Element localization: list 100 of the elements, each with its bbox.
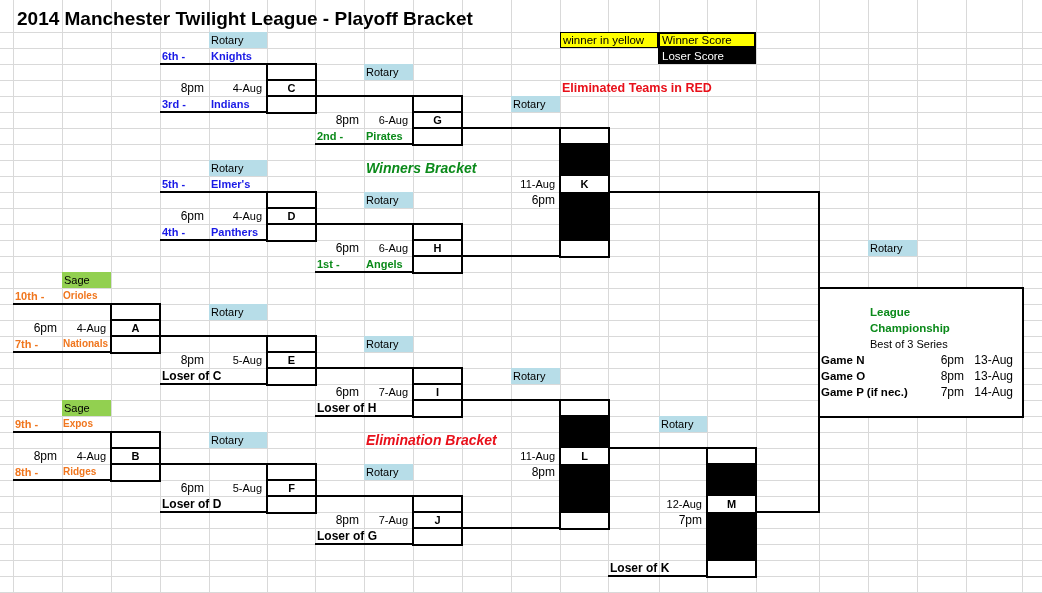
game-detail: 8pm <box>32 448 58 464</box>
game-detail: 8pm <box>179 80 205 96</box>
legend-cell: winner in yellow <box>560 32 658 48</box>
game-detail: 8pm <box>179 352 205 368</box>
team-name: Loser of K <box>609 560 671 576</box>
game-box <box>111 432 160 481</box>
venue-label: Rotary <box>511 96 560 112</box>
game-detail: 8pm <box>530 464 556 480</box>
game-detail: 6pm <box>32 320 58 336</box>
game-box <box>267 192 316 241</box>
schedule-text: 13-Aug <box>973 352 1014 368</box>
seed-label: 9th - <box>14 417 40 432</box>
seed-label: 7th - <box>14 337 40 352</box>
game-detail: 4-Aug <box>75 321 107 336</box>
game-detail: 4-Aug <box>231 81 263 96</box>
game-detail: 11-Aug <box>519 177 556 192</box>
team-name: Ridges <box>62 465 98 479</box>
seed-label: 8th - <box>14 465 40 480</box>
game-letter: E <box>286 353 297 368</box>
team-name: Nationals <box>62 337 109 351</box>
team-name: Orioles <box>62 289 99 303</box>
game-detail: 7pm <box>677 512 703 528</box>
seed-label: 3rd - <box>161 97 187 112</box>
venue-label: Rotary <box>364 192 413 208</box>
game-box <box>267 464 316 513</box>
game-name: Game O <box>820 369 867 384</box>
game-letter: J <box>433 513 442 528</box>
championship-box <box>819 288 1023 417</box>
seed-label: 10th - <box>14 289 46 304</box>
game-letter: G <box>432 113 443 128</box>
game-detail: 6pm <box>179 480 205 496</box>
game-detail: 5-Aug <box>231 353 263 368</box>
venue-label: Rotary <box>364 64 413 80</box>
game-detail: 6pm <box>334 240 360 256</box>
game-box <box>413 496 462 545</box>
game-detail: 6pm <box>179 208 205 224</box>
team-name: Loser of C <box>161 368 223 384</box>
venue-label: Rotary <box>209 160 267 176</box>
schedule-text: 7pm <box>939 384 965 400</box>
game-box <box>267 336 316 385</box>
game-letter: M <box>725 497 738 512</box>
team-name: Angels <box>365 257 404 272</box>
game-box <box>707 448 756 577</box>
game-name: Game P (if nec.) <box>820 385 909 400</box>
game-detail: 11-Aug <box>519 449 556 464</box>
seed-label: 1st - <box>316 257 341 272</box>
schedule-text: 6pm <box>939 352 965 368</box>
team-name: Elmer's <box>210 177 252 192</box>
schedule-text: Best of 3 Series <box>869 337 949 352</box>
game-detail: 6pm <box>530 192 556 208</box>
game-detail: 8pm <box>334 112 360 128</box>
seed-label: 5th - <box>161 177 187 192</box>
game-detail: 6-Aug <box>377 241 409 256</box>
seed-label: 6th - <box>161 49 187 64</box>
bracket-heading: Elimination Bracket <box>365 432 498 448</box>
game-letter: H <box>432 241 443 256</box>
game-detail: 4-Aug <box>231 209 263 224</box>
game-detail: 6pm <box>334 384 360 400</box>
note: Eliminated Teams in RED <box>561 80 713 96</box>
game-detail: 8pm <box>334 512 360 528</box>
game-letter: F <box>287 481 296 496</box>
game-letter: D <box>286 209 297 224</box>
team-name: Panthers <box>210 225 260 240</box>
schedule-text: 13-Aug <box>973 368 1014 384</box>
legend-cell: Loser Score <box>658 48 756 64</box>
game-detail: 12-Aug <box>665 497 703 512</box>
venue-label: Sage <box>62 272 111 288</box>
team-name: Pirates <box>365 129 404 144</box>
team-name: Knights <box>210 49 253 64</box>
team-name: Indians <box>210 97 251 112</box>
team-name: Loser of H <box>316 400 378 416</box>
game-detail: 6-Aug <box>377 113 409 128</box>
game-letter: C <box>286 81 297 96</box>
game-box <box>111 304 160 353</box>
championship-heading: League Championship <box>869 305 951 336</box>
game-detail: 4-Aug <box>75 449 107 464</box>
game-letter: B <box>130 449 141 464</box>
title: 2014 Manchester Twilight League - Playoff Bracket <box>16 7 474 31</box>
venue-label: Rotary <box>209 32 267 48</box>
venue-label: Rotary <box>209 304 267 320</box>
venue-label: Rotary <box>659 416 707 432</box>
seed-label: 4th - <box>161 225 187 240</box>
venue-label: Rotary <box>511 368 560 384</box>
team-name: Expos <box>62 417 94 431</box>
game-box <box>413 224 462 273</box>
seed-label: 2nd - <box>316 129 345 144</box>
game-letter: A <box>130 321 141 336</box>
game-detail: 5-Aug <box>231 481 263 496</box>
game-name: Game N <box>820 353 866 368</box>
game-letter: L <box>580 449 589 464</box>
game-letter: I <box>434 385 441 400</box>
game-detail: 7-Aug <box>377 513 409 528</box>
bracket-heading: Winners Bracket <box>365 160 478 176</box>
game-detail: 7-Aug <box>377 385 409 400</box>
schedule-text: 8pm <box>939 368 965 384</box>
venue-label: Rotary <box>868 240 917 256</box>
venue-label: Rotary <box>364 336 413 352</box>
legend-cell: Winner Score <box>658 32 756 48</box>
game-box <box>413 368 462 417</box>
team-name: Loser of D <box>161 496 223 512</box>
